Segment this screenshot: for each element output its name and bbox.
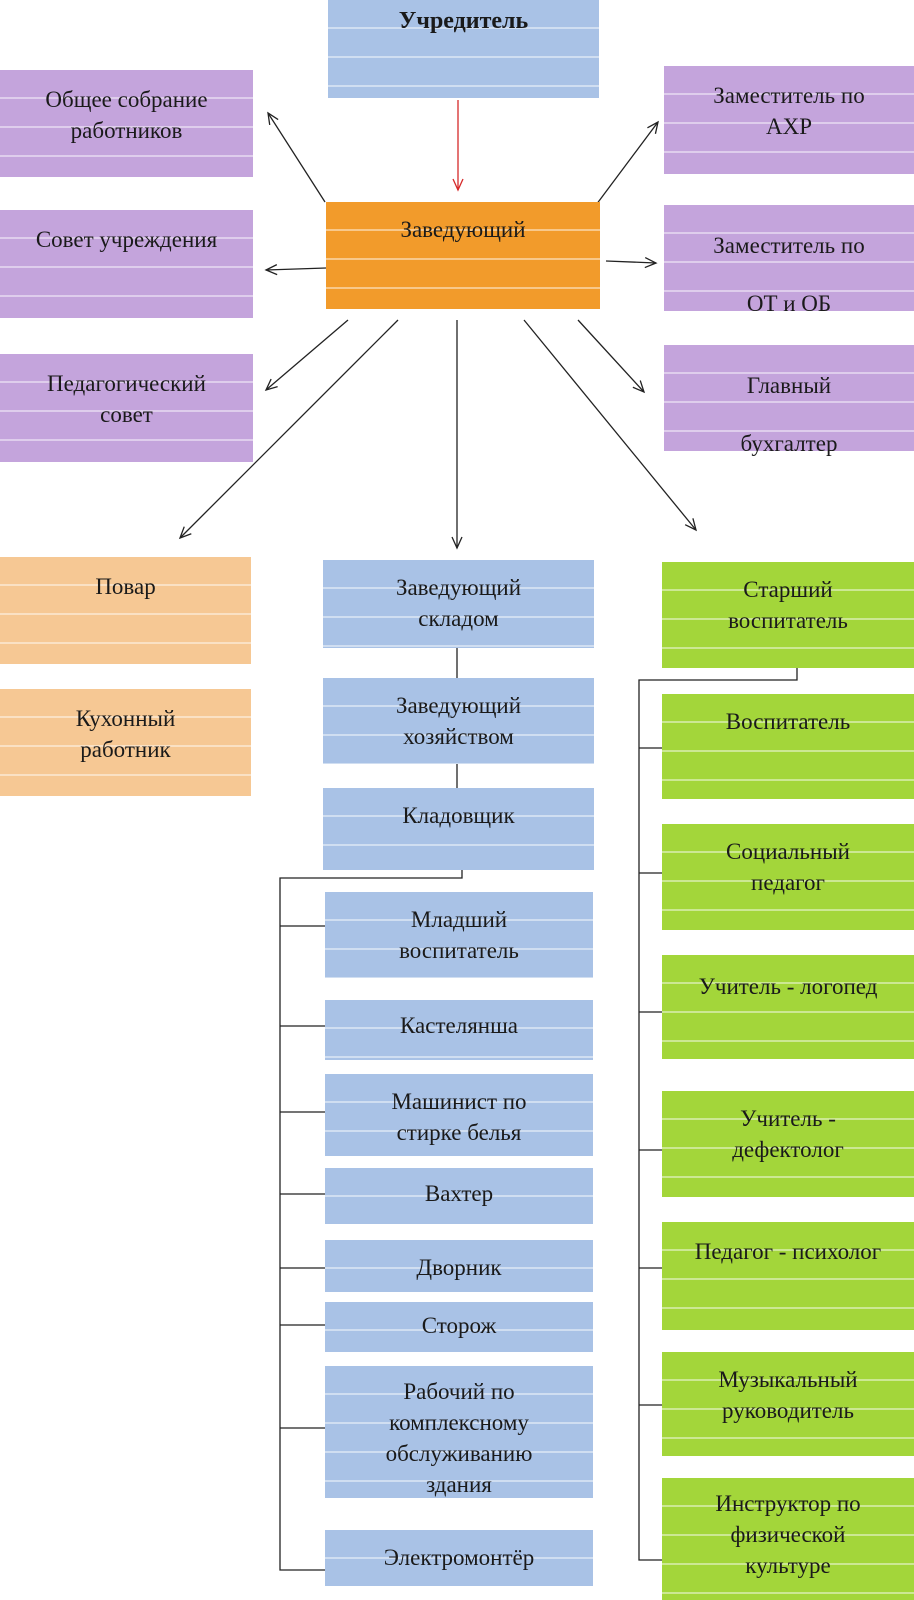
- general-meeting-label: Общее собрание работников: [45, 87, 208, 143]
- service-item-watchman: Вахтер: [325, 1168, 593, 1224]
- service-bracket-top: [279, 870, 463, 1571]
- general-meeting-box: Общее собрание работников: [0, 70, 253, 177]
- founder-label: Учредитель: [398, 8, 529, 34]
- ped-item-educator: Воспитатель: [662, 694, 914, 799]
- ped-item-music-director: Музыкальный руководитель: [662, 1352, 914, 1456]
- arrow-head-deputy-ahr: [595, 120, 659, 206]
- ped-item-social-pedagogue: Социальный педагог: [662, 824, 914, 930]
- ped-item-label: Музыкальный руководитель: [718, 1367, 858, 1423]
- service-item-label: Сторож: [421, 1313, 497, 1338]
- arrow-head-ped-council: [264, 319, 349, 392]
- deputy-ot-ob-label: Заместитель по ОТ и ОБ: [713, 233, 865, 316]
- arrow-head-senior-educator: [523, 319, 697, 532]
- pedagogical-council-label: Педагогический совет: [47, 371, 206, 427]
- service-item-label: Кастелянша: [400, 1013, 518, 1038]
- institution-council-box: Совет учреждения: [0, 210, 253, 318]
- founder-box: Учредитель: [328, 0, 599, 98]
- kitchen-worker-label: Кухонный работник: [75, 706, 176, 762]
- ped-item-defectologist: Учитель - дефектолог: [662, 1091, 914, 1197]
- senior-educator-box: Старший воспитатель: [662, 562, 914, 668]
- ped-item-speech-therapist: Учитель - логопед: [662, 955, 914, 1059]
- cook-box: Повар: [0, 557, 251, 664]
- service-item-guard: Сторож: [325, 1302, 593, 1352]
- cook-label: Повар: [95, 574, 156, 599]
- arrow-head-cook: [178, 319, 399, 540]
- kitchen-worker-box: Кухонный работник: [0, 689, 251, 796]
- service-item-electrician: Электромонтёр: [325, 1530, 593, 1586]
- ped-item-label: Педагог - психолог: [694, 1239, 882, 1264]
- service-item-label: Дворник: [416, 1255, 502, 1280]
- ped-item-label: Инструктор по физической культуре: [715, 1491, 861, 1578]
- service-item-janitor: Дворник: [325, 1240, 593, 1292]
- service-item-label: Машинист по стирке белья: [391, 1089, 527, 1145]
- head-box: Заведующий: [326, 202, 600, 309]
- service-item-junior-educator: Младший воспитатель: [325, 892, 593, 978]
- ped-item-pe-instructor: Инструктор по физической культуре: [662, 1478, 914, 1600]
- arrow-head-deputy-otob: [605, 256, 658, 269]
- institution-council-label: Совет учреждения: [35, 227, 218, 252]
- service-item-label: Младший воспитатель: [399, 907, 519, 963]
- ped-item-psychologist: Педагог - психолог: [662, 1222, 914, 1330]
- service-item-label: Рабочий по комплексному обслуживанию зда…: [385, 1379, 533, 1497]
- deputy-ahr-box: Заместитель по АХР: [664, 66, 914, 174]
- service-item-linen-keeper: Кастелянша: [325, 1000, 593, 1060]
- head-label: Заведующий: [400, 217, 526, 242]
- household-head-label: Заведующий хозяйством: [395, 693, 522, 749]
- service-item-maintenance-worker: Рабочий по комплексному обслуживанию зда…: [325, 1366, 593, 1498]
- service-item-label: Вахтер: [424, 1181, 494, 1206]
- warehouse-head-label: Заведующий складом: [395, 575, 522, 631]
- ped-item-label: Социальный педагог: [726, 839, 850, 895]
- deputy-ahr-label: Заместитель по АХР: [713, 83, 865, 139]
- ped-item-label: Учитель - дефектолог: [732, 1106, 844, 1162]
- senior-educator-label: Старший воспитатель: [728, 577, 848, 633]
- storekeeper-box: Кладовщик: [323, 788, 594, 870]
- household-head-box: Заведующий хозяйством: [323, 678, 594, 764]
- deputy-ot-ob-box: Заместитель по ОТ и ОБ: [664, 205, 914, 316]
- ped-item-label: Учитель - логопед: [698, 974, 878, 999]
- storekeeper-label: Кладовщик: [402, 803, 515, 828]
- service-item-label: Электромонтёр: [383, 1545, 535, 1570]
- chief-accountant-label: Главный бухгалтер: [740, 373, 838, 456]
- service-item-laundry-operator: Машинист по стирке белья: [325, 1074, 593, 1156]
- arrow-head-general-meeting: [267, 111, 326, 203]
- chief-accountant-box: Главный бухгалтер: [664, 345, 914, 456]
- warehouse-head-box: Заведующий складом: [323, 560, 594, 648]
- pedagogical-council-box: Педагогический совет: [0, 354, 253, 462]
- arrow-head-accountant: [577, 319, 646, 394]
- arrow-head-council: [264, 264, 327, 276]
- pedagogy-bracket-top: [638, 668, 798, 1561]
- ped-item-label: Воспитатель: [725, 709, 851, 734]
